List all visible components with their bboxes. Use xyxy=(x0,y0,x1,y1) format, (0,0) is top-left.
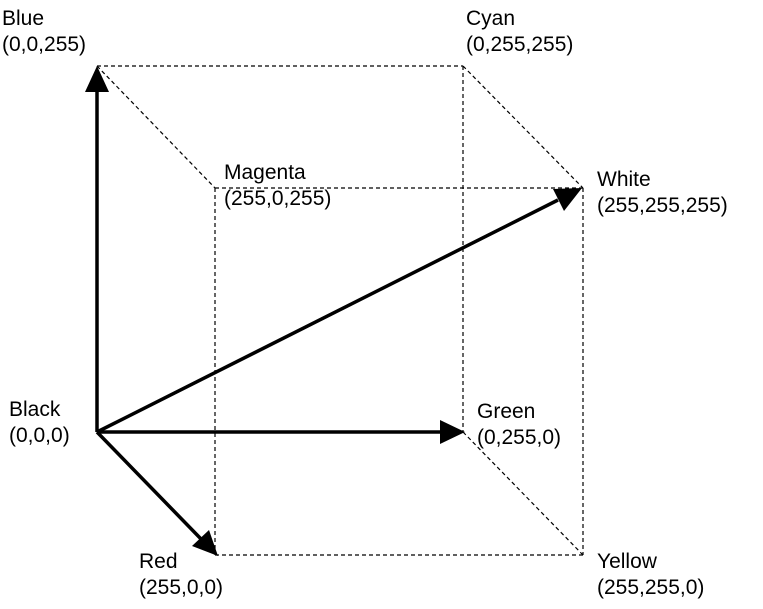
label-black: Black (0,0,0) xyxy=(9,397,70,449)
edge-green-yellow xyxy=(462,431,584,556)
label-black-name: Black xyxy=(9,398,61,421)
label-yellow-rgb: (255,255,0) xyxy=(597,576,705,599)
arrowhead-blue xyxy=(85,66,109,92)
label-magenta-name: Magenta xyxy=(224,161,306,184)
label-magenta-rgb: (255,0,255) xyxy=(224,187,332,210)
label-white-rgb: (255,255,255) xyxy=(597,194,728,217)
label-yellow: Yellow (255,255,0) xyxy=(597,549,704,601)
arrowhead-white xyxy=(553,188,582,211)
label-white-name: White xyxy=(597,168,651,191)
arrowhead-green xyxy=(440,420,465,444)
label-black-rgb: (0,0,0) xyxy=(9,424,70,447)
label-green-rgb: (0,255,0) xyxy=(477,426,562,449)
arrow-black-red xyxy=(95,430,204,542)
edge-cyan-white xyxy=(462,65,584,189)
label-green: Green (0,255,0) xyxy=(477,399,561,451)
arrowhead-red xyxy=(192,530,218,556)
label-white: White (255,255,255) xyxy=(597,167,728,219)
label-cyan-rgb: (0,255,255) xyxy=(466,33,574,56)
axis-arrows xyxy=(85,66,582,556)
arrow-black-white xyxy=(96,198,559,434)
label-cyan-name: Cyan xyxy=(466,7,516,30)
label-blue-rgb: (0,0,255) xyxy=(2,33,87,56)
label-red-name: Red xyxy=(139,550,178,573)
label-cyan: Cyan (0,255,255) xyxy=(466,6,573,58)
label-blue: Blue (0,0,255) xyxy=(2,6,86,58)
label-green-name: Green xyxy=(477,400,536,423)
label-yellow-name: Yellow xyxy=(597,550,657,573)
label-magenta: Magenta (255,0,255) xyxy=(224,160,331,212)
label-blue-name: Blue xyxy=(2,7,45,30)
label-red: Red (255,0,0) xyxy=(139,549,223,601)
label-red-rgb: (255,0,0) xyxy=(139,576,224,599)
edge-blue-magenta xyxy=(96,65,216,189)
